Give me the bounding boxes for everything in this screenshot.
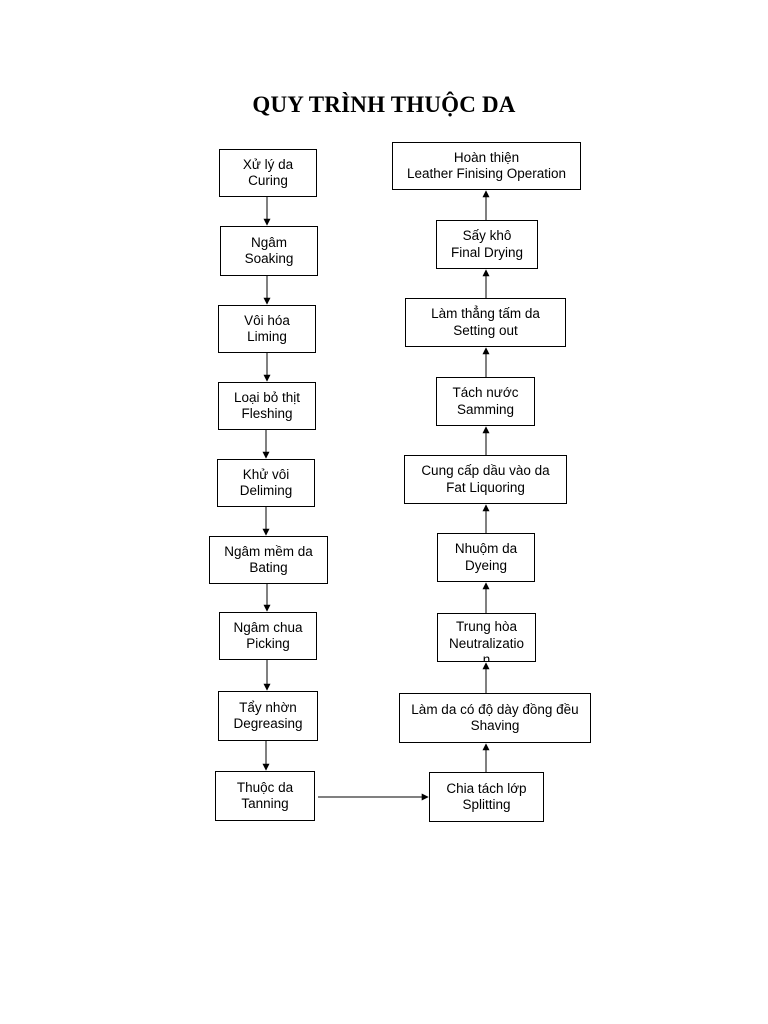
step-label-vi: Ngâm mềm da (224, 543, 313, 559)
step-fleshing: Loại bỏ thịt Fleshing (218, 382, 316, 430)
step-label-en: Soaking (244, 251, 294, 266)
step-curing: Xử lý da Curing (219, 149, 317, 197)
step-label-vi: Làm da có độ dày đồng đều (411, 701, 579, 717)
step-label-en: Leather Finising Operation (406, 166, 567, 181)
step-label-vi: Vôi hóa (244, 312, 290, 328)
step-label-vi: Chia tách lớp (446, 780, 527, 796)
step-label-en: Fleshing (241, 406, 293, 421)
step-label-vi: Hoàn thiện (453, 149, 520, 165)
step-label-en: Final Drying (450, 244, 524, 260)
step-label-vi: Tẩy nhờn (239, 699, 297, 715)
step-label-vi: Xử lý da (242, 156, 294, 172)
step-label-en-overflow: n (482, 652, 491, 662)
step-samming: Tách nước Samming (436, 377, 535, 426)
step-label-en: Setting out (453, 322, 518, 338)
step-label-en: Fat Liquoring (446, 479, 525, 495)
step-label-vi: Sấy khô (462, 228, 512, 243)
step-shaving: Làm da có độ dày đồng đều Shaving (399, 693, 591, 743)
step-label-en: Curing (248, 173, 288, 188)
step-finishing: Hoàn thiện Leather Finising Operation (392, 142, 581, 190)
step-label-vi: Ngâm chua (233, 619, 303, 635)
step-label-vi: Loại bỏ thịt (233, 389, 301, 405)
step-fat-liquoring: Cung cấp dầu vào da Fat Liquoring (404, 455, 567, 504)
step-dyeing: Nhuộm da Dyeing (437, 533, 535, 582)
step-label-en: Tanning (241, 796, 289, 811)
step-tanning: Thuộc da Tanning (215, 771, 315, 821)
step-label-en: Deliming (239, 483, 293, 498)
step-label-en: Neutralizatio (448, 635, 525, 651)
step-label-vi: Khử vôi (242, 466, 290, 482)
step-label-en: Liming (247, 329, 287, 344)
step-label-vi: Thuộc da (236, 779, 294, 795)
step-label-en: Samming (456, 401, 515, 417)
step-deliming: Khử vôi Deliming (217, 459, 315, 507)
page-title: QUY TRÌNH THUỘC DA (252, 92, 516, 117)
step-soaking: Ngâm Soaking (220, 226, 318, 276)
step-label-en: Picking (246, 636, 290, 651)
step-degreasing: Tẩy nhờn Degreasing (218, 691, 318, 741)
step-final-drying: Sấy khô Final Drying (436, 220, 538, 269)
step-splitting: Chia tách lớp Splitting (429, 772, 544, 822)
step-neutralization: Trung hòa Neutralizatio n (437, 613, 536, 662)
step-bating: Ngâm mềm da Bating (209, 536, 328, 584)
step-label-vi: Nhuộm da (454, 541, 518, 556)
step-picking: Ngâm chua Picking (219, 612, 317, 660)
step-label-vi: Làm thẳng tấm da (431, 306, 540, 321)
step-setting-out: Làm thẳng tấm da Setting out (405, 298, 566, 347)
step-label-en: Dyeing (464, 557, 508, 573)
step-label-vi: Cung cấp dầu vào da (421, 463, 550, 478)
step-label-vi: Trung hòa (455, 619, 518, 634)
step-label-en: Shaving (470, 718, 520, 733)
step-label-vi: Ngâm (250, 234, 287, 250)
step-label-en: Splitting (462, 797, 511, 812)
step-label-en: Degreasing (233, 716, 303, 731)
step-liming: Vôi hóa Liming (218, 305, 316, 353)
step-label-en: Bating (249, 560, 288, 575)
step-label-vi: Tách nước (452, 385, 519, 400)
